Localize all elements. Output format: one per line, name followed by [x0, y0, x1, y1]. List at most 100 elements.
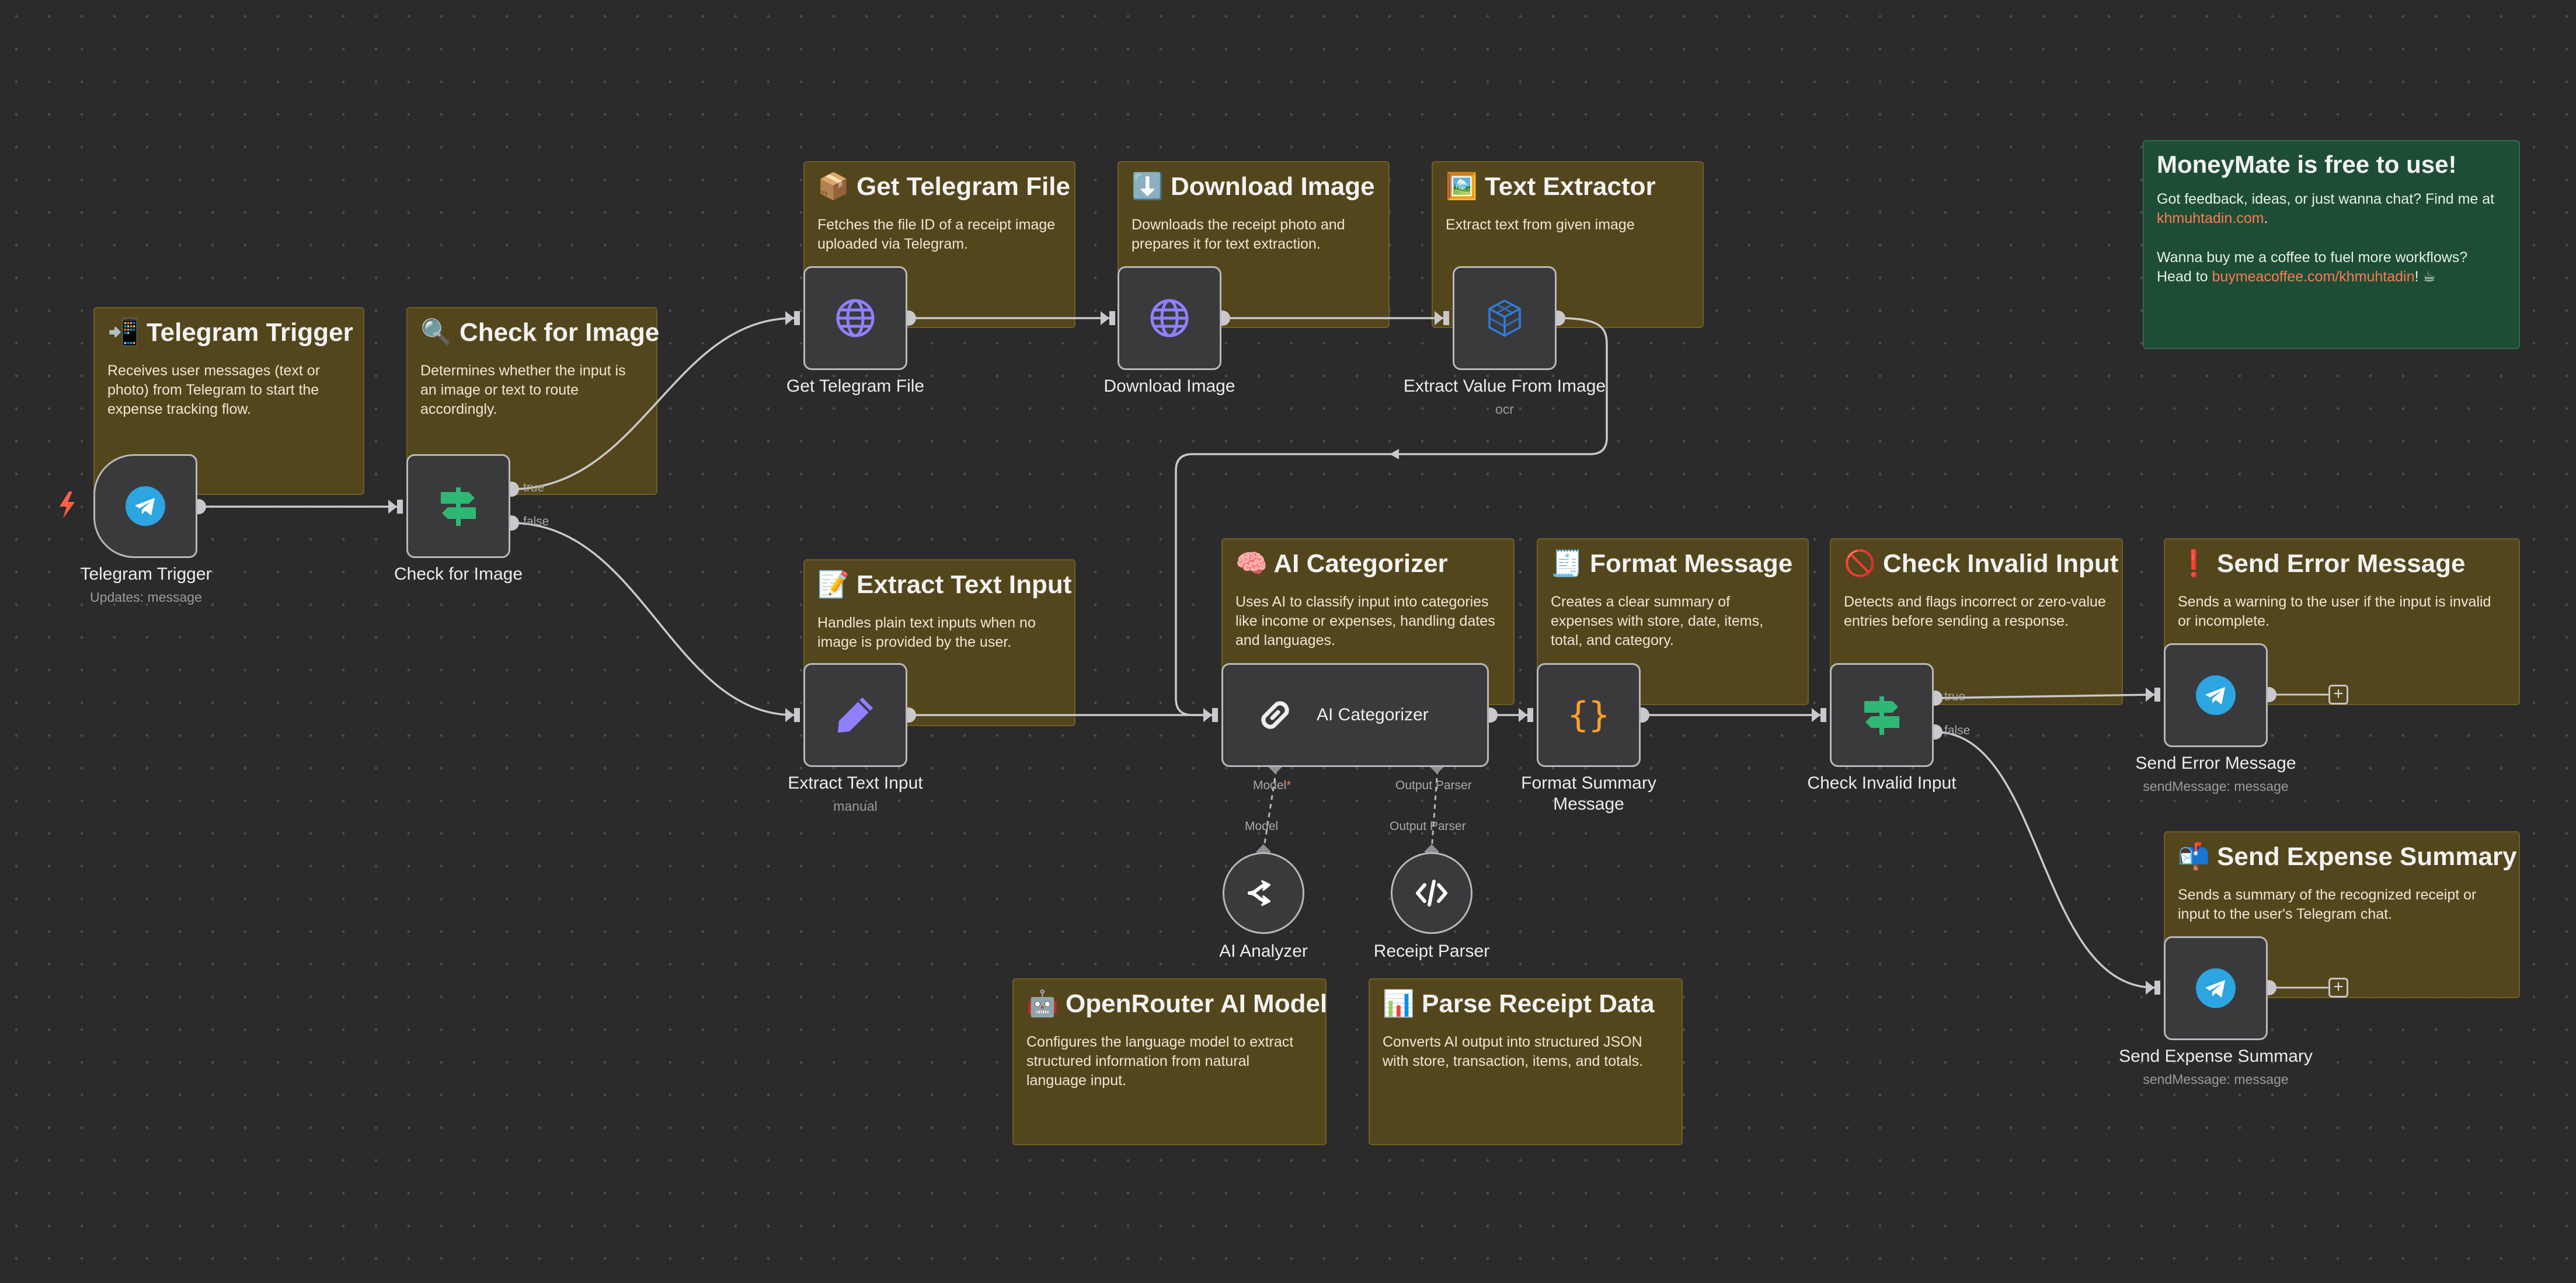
output-parser-top-port-label: Output Parser [1390, 820, 1466, 833]
node-label: AI Analyzer [1219, 942, 1308, 961]
pencil-icon [838, 698, 873, 733]
node-label: Download Image [1103, 376, 1235, 396]
sticky-extract-text-input[interactable]: 📝 Extract Text Input Handles plain text … [803, 559, 1075, 726]
svg-text:{}: {} [1568, 695, 1610, 735]
sticky-title: 🚫 Check Invalid Input [1844, 549, 2119, 578]
feedback-text: Got feedback, ideas, or just wanna chat?… [2157, 190, 2495, 207]
input-port [794, 708, 800, 722]
port-false-label: false [523, 515, 549, 528]
node-label: Send Expense Summary [2119, 1047, 2313, 1066]
sticky-title: 🖼️ Text Extractor [1446, 172, 1656, 201]
edge-check-false-to-extract-text [511, 522, 795, 716]
node-extract-text-input[interactable] [803, 663, 907, 767]
node-subtitle: sendMessage: message [2143, 1072, 2289, 1087]
sticky-parse-receipt-data[interactable]: 📊 Parse Receipt Data Converts AI output … [1369, 978, 1683, 1145]
node-ai-analyzer[interactable] [1223, 852, 1304, 934]
model-top-port-label: Model [1245, 820, 1279, 833]
node-subtitle: sendMessage: message [2143, 779, 2289, 794]
input-port [1820, 708, 1826, 722]
sticky-title: ❗ Send Error Message [2178, 549, 2466, 578]
sticky-body: Got feedback, ideas, or just wanna chat?… [2157, 190, 2506, 287]
input-port [1527, 708, 1533, 722]
sticky-title: 🔍 Check for Image [420, 318, 660, 347]
node-ai-categorizer[interactable]: AI Categorizer [1221, 663, 1489, 767]
sticky-title: 📦 Get Telegram File [817, 172, 1070, 201]
output-parser-port-label: Output Parser [1395, 779, 1472, 792]
openrouter-icon [1248, 880, 1270, 906]
node-telegram-trigger[interactable] [93, 454, 197, 558]
sticky-title: MoneyMate is free to use! [2157, 151, 2457, 178]
port-false-label: false [1944, 724, 1971, 737]
if-signpost-icon [1864, 696, 1899, 735]
node-subtitle: manual [833, 799, 878, 814]
node-send-expense-summary[interactable] [2164, 936, 2268, 1040]
node-subtitle: Updates: message [90, 590, 202, 605]
sticky-check-invalid-input[interactable]: 🚫 Check Invalid Input Detects and flags … [1830, 538, 2123, 705]
sticky-title: 📬 Send Expense Summary [2178, 842, 2517, 871]
globe-icon [836, 299, 875, 337]
feedback-text-end: . [2264, 210, 2268, 226]
node-label: Check for Image [394, 564, 523, 584]
node-get-telegram-file[interactable] [803, 266, 907, 370]
sticky-title: 📝 Extract Text Input [817, 570, 1072, 599]
node-label: Get Telegram File [786, 376, 925, 396]
website-link[interactable]: khmuhtadin.com [2157, 210, 2264, 226]
sticky-body: Receives user messages (text or photo) f… [107, 362, 321, 417]
edge-extract-value-to-ai [1175, 317, 1608, 716]
sticky-body: Configures the language model to extract… [1026, 1034, 1294, 1089]
globe-icon [1150, 299, 1189, 337]
sticky-title: 📊 Parse Receipt Data [1383, 989, 1655, 1018]
coffee-text: Wanna buy me a coffee to fuel more workf… [2157, 249, 2468, 285]
braces-icon: {} [1568, 695, 1610, 735]
node-format-summary-message[interactable]: {} [1537, 663, 1641, 767]
buymeacoffee-link[interactable]: buymeacoffee.com/khmuhtadin [2212, 268, 2415, 285]
add-node-button[interactable]: + [2328, 685, 2348, 705]
node-receipt-parser[interactable] [1391, 852, 1473, 934]
sticky-body: Fetches the file ID of a receipt image u… [817, 217, 1056, 252]
code-icon [1416, 880, 1447, 907]
sticky-body: Sends a summary of the recognized receip… [2178, 887, 2477, 922]
input-port [397, 500, 403, 514]
sticky-title: ⬇️ Download Image [1132, 172, 1375, 201]
node-download-image[interactable] [1118, 266, 1221, 370]
sticky-title: 📲 Telegram Trigger [107, 318, 353, 347]
trigger-bolt-icon [60, 491, 75, 518]
input-port [2154, 981, 2160, 995]
node-check-for-image[interactable] [406, 454, 510, 558]
input-port [1212, 708, 1218, 722]
sticky-body: Detects and flags incorrect or zero-valu… [1844, 594, 2106, 629]
node-label: Send Error Message [2135, 754, 2296, 773]
node-extract-value-from-image[interactable] [1453, 266, 1557, 370]
telegram-icon [126, 486, 165, 526]
node-label: Extract Text Input [788, 773, 923, 793]
sticky-body: Determines whether the input is an image… [420, 362, 626, 417]
sticky-check-for-image[interactable]: 🔍 Check for Image Determines whether the… [406, 307, 660, 495]
node-label: Check Invalid Input [1807, 773, 1957, 793]
edge-invalid-false-to-summary [1934, 731, 2155, 989]
node-send-error-message[interactable] [2164, 643, 2268, 747]
add-node-button[interactable]: + [2328, 978, 2348, 998]
input-port [1443, 311, 1449, 325]
telegram-icon [2196, 968, 2236, 1008]
sticky-title: 🧾 Format Message [1551, 549, 1793, 578]
port-true-label: true [523, 481, 545, 494]
sticky-openrouter-ai-model[interactable]: 🤖 OpenRouter AI Model Configures the lan… [1012, 978, 1327, 1145]
edge-invalid-true-to-error [1934, 693, 2155, 699]
sticky-title: 🤖 OpenRouter AI Model [1026, 989, 1328, 1018]
input-port [1109, 311, 1115, 325]
edge-check-true-to-get-file [511, 317, 795, 490]
node-label: Receipt Parser [1373, 942, 1490, 961]
node-check-invalid-input[interactable] [1830, 663, 1934, 767]
node-label: Format Summary Message [1521, 773, 1656, 814]
sticky-moneymate-info[interactable]: MoneyMate is free to use! Got feedback, … [2143, 140, 2520, 349]
sticky-body: Downloads the receipt photo and prepares… [1132, 217, 1345, 252]
arrow-head [1390, 449, 1399, 459]
cube-icon [1488, 299, 1521, 337]
sticky-body: Handles plain text inputs when no image … [817, 615, 1036, 650]
coffee-text-end: ! ☕ [2414, 268, 2436, 285]
node-inline-label: AI Categorizer [1317, 705, 1429, 724]
sticky-body: Creates a clear summary of expenses with… [1551, 594, 1764, 649]
node-label: Telegram Trigger [80, 564, 212, 584]
port-true-label: true [1944, 690, 1966, 703]
